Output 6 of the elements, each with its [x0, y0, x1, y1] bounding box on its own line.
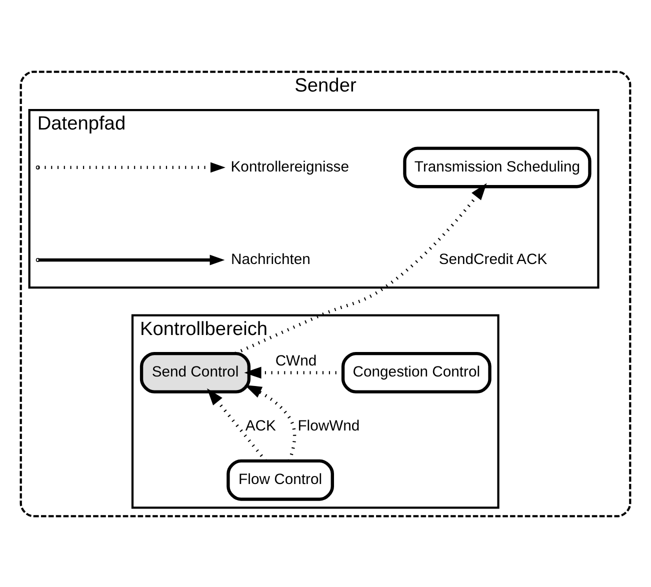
legend-label: Nachrichten [231, 251, 310, 268]
edge-label: CWnd [275, 352, 317, 369]
edge-label: SendCredit ACK [438, 251, 548, 268]
edge-label: FlowWnd [298, 418, 360, 434]
edge-label: ACK [245, 418, 276, 434]
legend-label: Kontrollereignisse [230, 158, 350, 175]
